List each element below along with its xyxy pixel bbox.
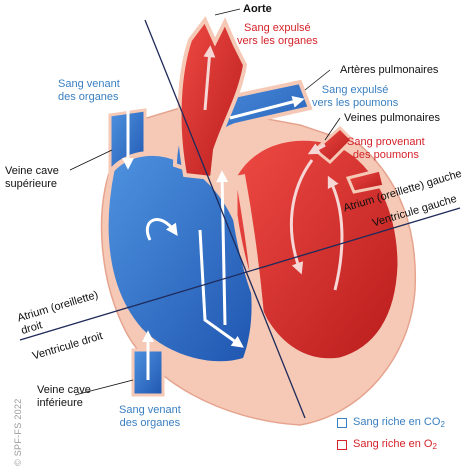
pulmonary-veins (312, 125, 355, 165)
label-line: supérieure (5, 178, 57, 190)
label-line: Veine cave (5, 165, 59, 177)
divider-line-vertical (144, 19, 306, 419)
label-line: des poumons (352, 149, 419, 161)
flow-arrow (216, 170, 229, 326)
label-veine-cave-superieure: Veine cave supérieure (5, 165, 59, 191)
label-sang-provenant-poumons: Sang provenant des poumons (347, 136, 425, 162)
copyright-text: © SPF-FS 2022 (13, 398, 23, 466)
label-sang-expulse-poumons: Sang expulsé vers les poumons (312, 84, 398, 110)
leader-line (304, 69, 331, 91)
legend-o2-text: Sang riche en O (353, 438, 433, 450)
label-line: vers les poumons (312, 97, 399, 109)
flow-arrow (307, 143, 326, 155)
label-line: vers les organes (237, 35, 318, 47)
leader-line (74, 379, 134, 396)
legend-label-co2: Sang riche en CO2 (353, 416, 445, 429)
flow-arrow (145, 218, 178, 241)
divider-line-horizontal (19, 207, 461, 341)
label-line: des organes (119, 417, 181, 429)
legend-o2-subscript: 2 (432, 442, 437, 451)
leader-line (214, 8, 241, 16)
flow-arrow (203, 45, 216, 111)
legend-swatch-co2 (337, 418, 347, 428)
flow-arrow (229, 95, 305, 120)
label-line: des organes (58, 91, 119, 103)
label-line: Sang provenant (347, 136, 425, 148)
label-line: inférieure (37, 397, 83, 409)
leader-line (69, 149, 113, 171)
legend-co2-text: Sang riche en CO (353, 416, 441, 428)
label-sang-expulse-organes: Sang expulsé vers les organes (237, 22, 318, 48)
flow-arrow (198, 229, 244, 348)
label-line: Sang expulsé (321, 84, 389, 96)
label-sang-venant-organes-bottom: Sang venant des organes (119, 404, 181, 430)
label-line: Sang expulsé (244, 22, 311, 34)
label-veines-pulmonaires: Veines pulmonaires (344, 112, 441, 124)
label-line: Veine cave (37, 384, 91, 396)
label-line: Sang venant (58, 78, 120, 90)
label-arteres-pulmonaires: Artères pulmonaires (340, 64, 439, 76)
flow-arrow (327, 175, 344, 291)
legend-swatch-o2 (337, 440, 347, 450)
label-aorte: Aorte (243, 3, 272, 15)
label-line: Sang venant (119, 404, 181, 416)
legend-co2-subscript: 2 (440, 420, 445, 429)
septum (235, 174, 267, 356)
label-veine-cave-inferieure: Veine cave inférieure (37, 384, 91, 410)
leader-line (324, 117, 341, 141)
legend-label-o2: Sang riche en O2 (353, 438, 437, 451)
label-sang-venant-organes-top: Sang venant des organes (58, 78, 120, 104)
aorta (177, 16, 248, 181)
